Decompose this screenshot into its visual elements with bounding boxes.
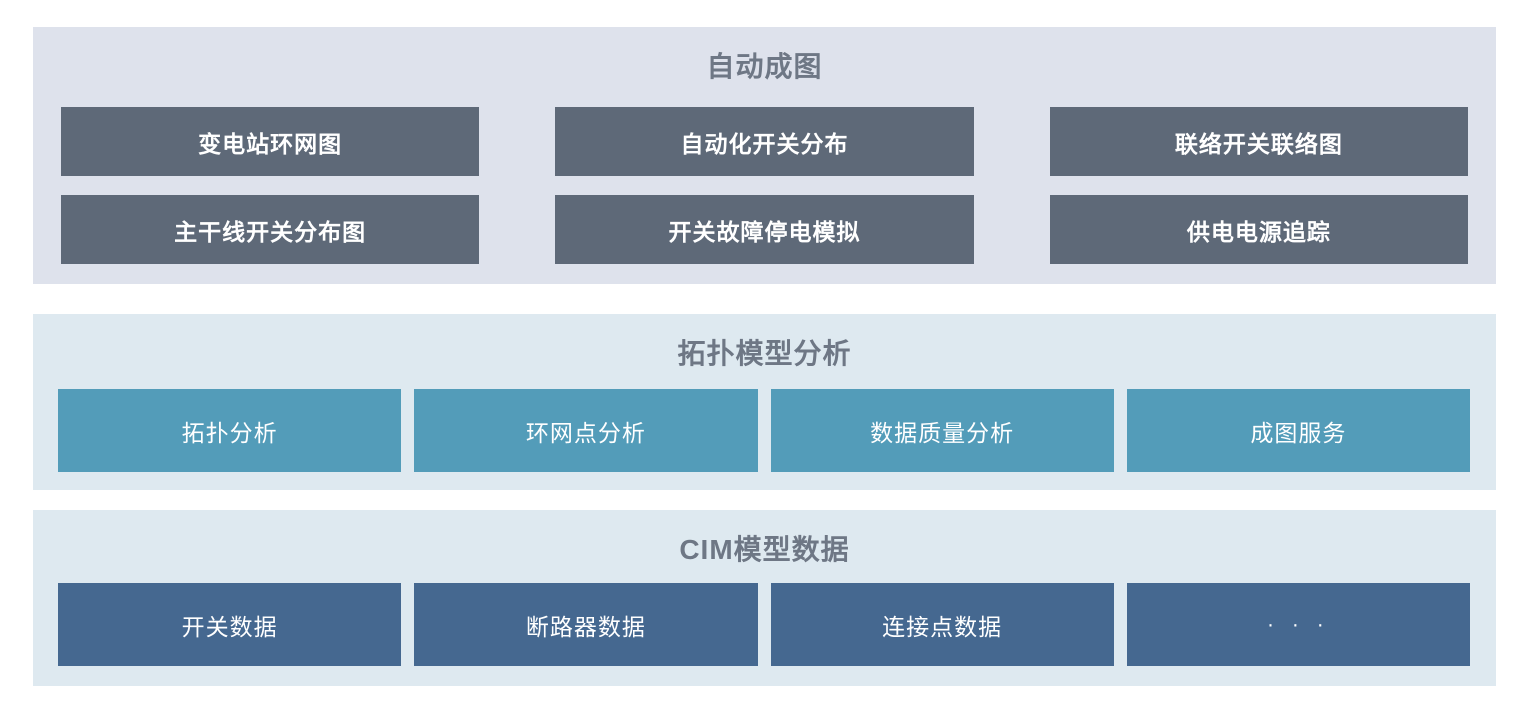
- button-trunk-line-switch-distribution-diagram[interactable]: 主干线开关分布图: [61, 195, 480, 264]
- button-switch-fault-outage-simulation[interactable]: 开关故障停电模拟: [555, 195, 974, 264]
- button-circuit-breaker-data[interactable]: 断路器数据: [414, 583, 758, 666]
- panel-title-topology-model-analysis: 拓扑模型分析: [677, 338, 852, 369]
- button-mapping-service[interactable]: 成图服务: [1126, 389, 1470, 472]
- button-grid-cim-model-data: 开关数据 断路器数据 连接点数据 · · ·: [58, 583, 1470, 666]
- button-automation-switch-distribution[interactable]: 自动化开关分布: [555, 107, 974, 176]
- button-switch-data[interactable]: 开关数据: [58, 583, 402, 666]
- button-power-supply-tracing[interactable]: 供电电源追踪: [1049, 195, 1468, 264]
- button-grid-auto-mapping: 变电站环网图 自动化开关分布 联络开关联络图 主干线开关分布图 开关故障停电模拟…: [61, 107, 1468, 264]
- button-substation-ring-network-diagram[interactable]: 变电站环网图: [61, 107, 480, 176]
- panel-auto-mapping: 自动成图 变电站环网图 自动化开关分布 联络开关联络图 主干线开关分布图 开关故…: [33, 27, 1496, 284]
- panel-title-cim-model-data: CIM模型数据: [679, 534, 850, 565]
- button-tie-switch-connection-diagram[interactable]: 联络开关联络图: [1049, 107, 1468, 176]
- button-connectivity-node-data[interactable]: 连接点数据: [770, 583, 1114, 666]
- panel-title-auto-mapping: 自动成图: [706, 51, 823, 82]
- panel-topology-model-analysis: 拓扑模型分析 拓扑分析 环网点分析 数据质量分析 成图服务: [33, 314, 1496, 490]
- button-ring-network-point-analysis[interactable]: 环网点分析: [414, 389, 758, 472]
- button-data-quality-analysis[interactable]: 数据质量分析: [770, 389, 1114, 472]
- panel-cim-model-data: CIM模型数据 开关数据 断路器数据 连接点数据 · · ·: [33, 510, 1496, 686]
- button-grid-topology-model-analysis: 拓扑分析 环网点分析 数据质量分析 成图服务: [58, 389, 1470, 472]
- button-more-ellipsis[interactable]: · · ·: [1126, 583, 1470, 666]
- button-topology-analysis[interactable]: 拓扑分析: [58, 389, 402, 472]
